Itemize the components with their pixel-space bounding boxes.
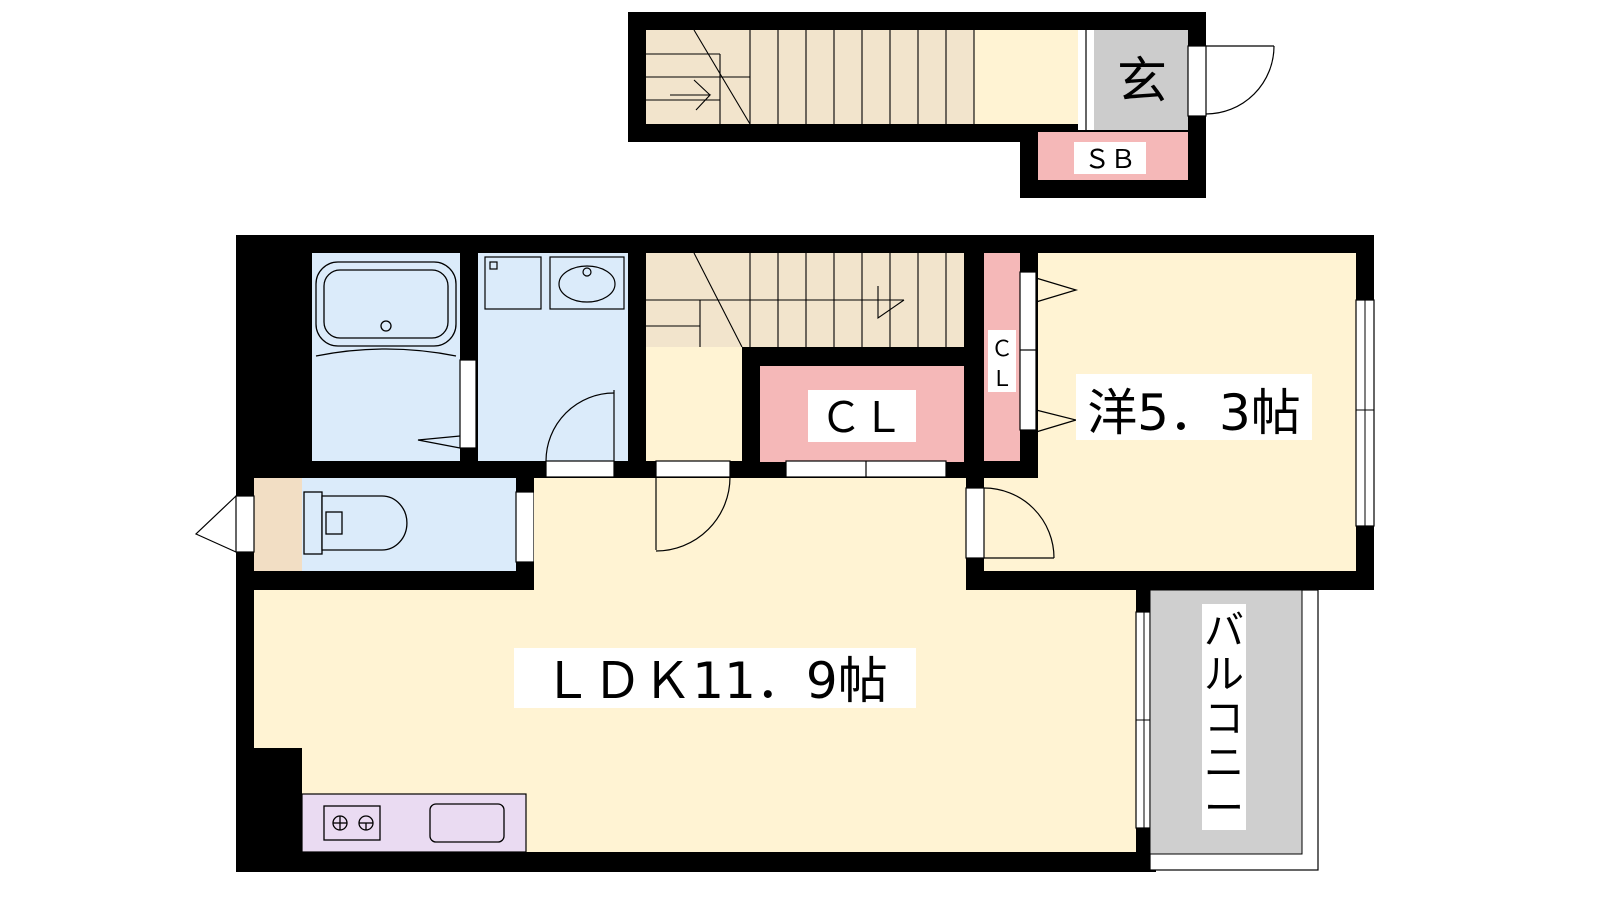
western-room-floor-ext <box>984 478 1044 571</box>
stove <box>323 805 381 841</box>
washroom-door <box>545 390 615 478</box>
main-stairs-landing <box>646 347 742 461</box>
main-stair-treads <box>646 252 947 348</box>
entrance-door <box>1187 45 1275 117</box>
entrance-label: 玄 <box>1117 52 1167 110</box>
toilet-bowl <box>303 491 408 555</box>
wash-basin <box>549 256 625 310</box>
stair-door <box>655 460 731 552</box>
toilet-panel <box>254 478 302 571</box>
shoe-box-label: ＳＢ <box>1084 145 1136 175</box>
ldk-label: ＬＤＫ11．9帖 <box>542 652 887 710</box>
balcony-char: バ <box>1204 608 1244 654</box>
balcony <box>1149 589 1319 871</box>
western-room-door <box>965 487 1055 559</box>
balcony-char: ー <box>1204 786 1244 832</box>
washroom-floor <box>478 253 628 461</box>
main-floor: Ｃ Ｌ ＣＬ <box>194 235 1375 872</box>
upper-stair-treads <box>646 29 975 125</box>
closet-small-label-l: Ｌ <box>991 367 1013 392</box>
balcony-char: ル <box>1204 652 1244 698</box>
bath-room-floor <box>312 253 460 461</box>
bath-door <box>417 359 477 449</box>
bathtub <box>315 261 457 357</box>
toilet-window <box>194 495 255 553</box>
western-room-label: 洋5．3帖 <box>1087 384 1301 442</box>
closet-small-label-c: Ｃ <box>991 337 1013 362</box>
ldk-window <box>1135 611 1153 829</box>
upper-floor: 玄 ＳＢ <box>628 12 1275 198</box>
balcony-char: コ <box>1204 696 1244 742</box>
kitchen-sink <box>429 803 505 843</box>
balcony-label: バ ル コ ニ ー <box>1204 608 1244 832</box>
upper-hall-floor <box>974 30 1078 124</box>
western-room-window <box>1355 299 1375 527</box>
balcony-char: ニ <box>1204 740 1244 786</box>
washing-machine-space <box>484 256 542 310</box>
closet-small-doors <box>1019 271 1079 433</box>
closet-main-label: ＣＬ <box>820 393 904 442</box>
